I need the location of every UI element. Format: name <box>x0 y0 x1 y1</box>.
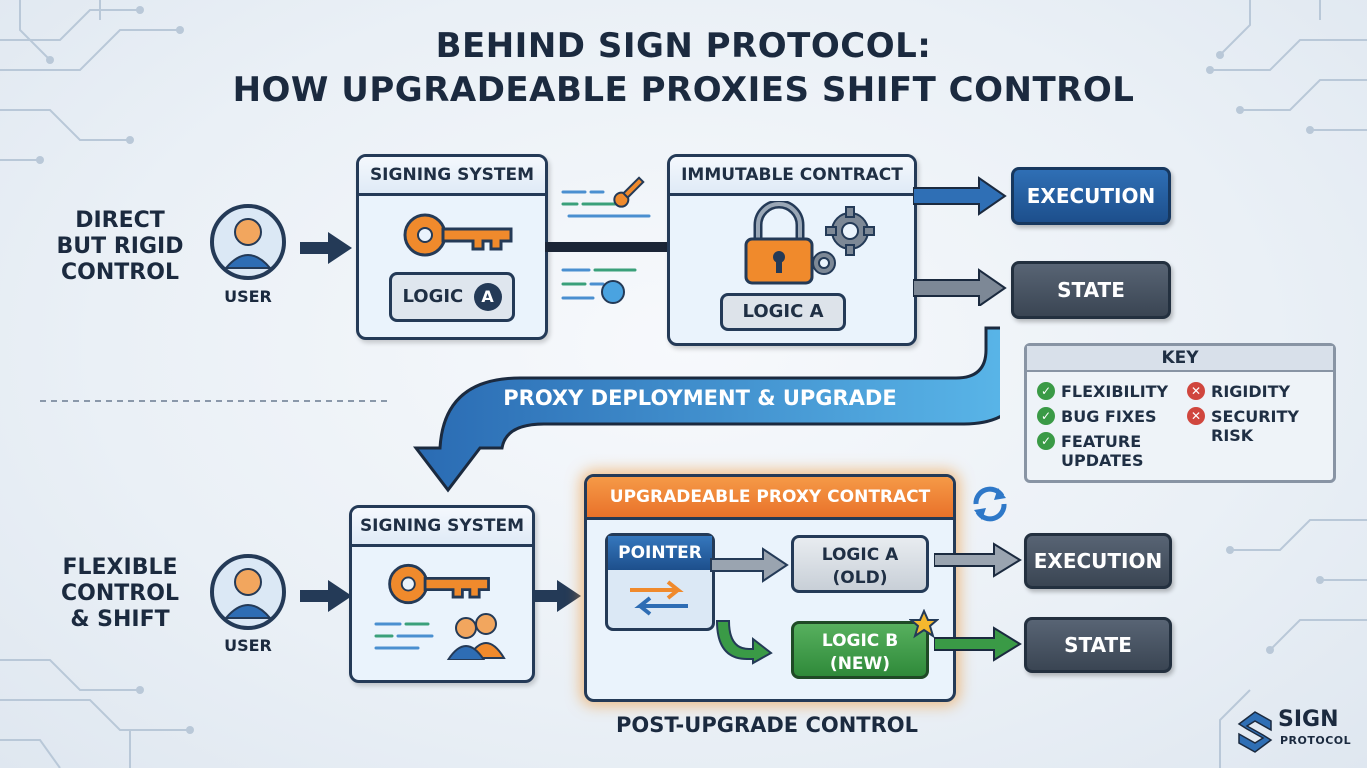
key-icon <box>388 563 490 605</box>
cross-icon: ✕ <box>1187 382 1205 400</box>
pointer-arrows <box>710 547 789 665</box>
user-label: USER <box>224 287 272 306</box>
data-lines-icon <box>374 622 434 650</box>
execution-output: EXECUTION <box>1011 167 1171 225</box>
logo-name: SIGN <box>1278 707 1339 732</box>
key-item-bug-fixes: ✓BUG FIXES <box>1037 407 1157 426</box>
logic-b-new-box: LOGIC B (NEW) <box>791 621 929 679</box>
execution-output: EXECUTION <box>1024 533 1172 589</box>
proxy-contract-title: UPGRADEABLE PROXY CONTRACT <box>587 477 953 520</box>
star-icon <box>909 609 939 639</box>
key-item-flexibility: ✓FLEXIBILITY <box>1037 382 1168 401</box>
user-icon <box>210 554 286 630</box>
direct-control-label: DIRECT BUT RIGID CONTROL <box>56 208 184 285</box>
users-icon <box>446 613 506 660</box>
cross-icon: ✕ <box>1187 407 1205 425</box>
output-arrows <box>913 176 1007 306</box>
output-arrows <box>934 542 1022 662</box>
transition-label: PROXY DEPLOYMENT & UPGRADE <box>503 386 897 410</box>
logo-sub: PROTOCOL <box>1280 734 1352 747</box>
upgradeable-proxy-contract: UPGRADEABLE PROXY CONTRACT POINTER LOGIC… <box>584 474 956 702</box>
logic-a-box: LOGIC A <box>389 272 515 322</box>
flexible-control-label: FLEXIBLE CONTROL & SHIFT <box>61 555 179 632</box>
signing-system-panel: SIGNING SYSTEM LOGIC A <box>356 154 548 340</box>
key-title: KEY <box>1027 346 1333 372</box>
arrow-right-icon <box>300 580 352 612</box>
state-output: STATE <box>1024 617 1172 673</box>
logic-a-badge: A <box>473 283 502 311</box>
page-title-line-1: BEHIND SIGN PROTOCOL: <box>435 26 932 66</box>
logic-a-old-box: LOGIC A (OLD) <box>791 535 929 593</box>
page-title-line-2: HOW UPGRADEABLE PROXIES SHIFT CONTROL <box>232 70 1135 110</box>
pointer-box: POINTER <box>605 533 715 631</box>
arrow-right-icon <box>300 232 352 264</box>
pointer-label: POINTER <box>608 536 712 570</box>
key-item-rigidity: ✕RIGIDITY <box>1187 382 1290 401</box>
data-transfer-icon <box>545 176 667 304</box>
padlock-icon <box>744 201 814 285</box>
arrow-right-icon <box>533 580 581 612</box>
refresh-icon <box>973 486 1007 522</box>
user-label: USER <box>224 636 272 655</box>
signing-system-title: SIGNING SYSTEM <box>352 508 532 547</box>
checkmark-icon: ✓ <box>1037 432 1055 450</box>
checkmark-icon: ✓ <box>1037 382 1055 400</box>
gear-icon <box>812 206 875 275</box>
sign-protocol-logo <box>1237 711 1273 753</box>
user-icon <box>210 204 286 280</box>
state-output: STATE <box>1011 261 1171 319</box>
immutable-contract-panel: IMMUTABLE CONTRACT LOGIC A <box>667 154 917 346</box>
post-upgrade-caption: POST-UPGRADE CONTROL <box>615 713 919 737</box>
swap-arrows-icon <box>630 580 688 616</box>
proxy-upgrade-arrow <box>412 326 1000 493</box>
logic-a-box: LOGIC A <box>720 293 846 331</box>
key-icon <box>403 213 513 257</box>
checkmark-icon: ✓ <box>1037 407 1055 425</box>
signing-system-panel: SIGNING SYSTEM <box>349 505 535 683</box>
signing-system-title: SIGNING SYSTEM <box>359 157 545 196</box>
immutable-contract-title: IMMUTABLE CONTRACT <box>670 157 914 196</box>
